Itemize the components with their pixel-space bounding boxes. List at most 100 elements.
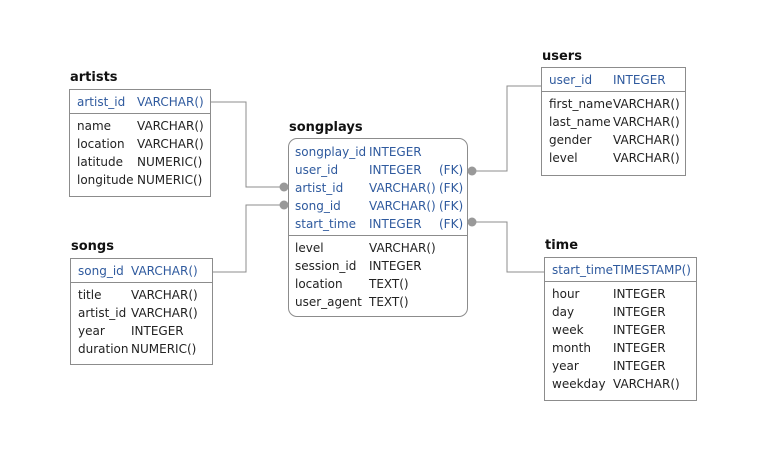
time-table[interactable]: start_time TIMESTAMP() hour INTEGER day …: [544, 257, 697, 401]
column-type: VARCHAR(): [613, 115, 680, 129]
users-field-row: level VARCHAR(): [542, 149, 685, 167]
column-type: TEXT(): [369, 295, 409, 309]
songplays-pk-row: song_id VARCHAR() (FK): [289, 197, 467, 215]
column-name: user_agent: [295, 295, 362, 309]
column-name: week: [552, 323, 584, 337]
column-name: name: [77, 119, 112, 133]
column-type: INTEGER: [369, 145, 422, 159]
songplays-field-row: user_agent TEXT(): [289, 293, 467, 311]
songplays-pk-row: start_time INTEGER (FK): [289, 215, 467, 233]
column-name: artist_id: [295, 181, 344, 195]
songs-to-songplays-connector: [213, 204, 283, 273]
users-table[interactable]: user_id INTEGER first_name VARCHAR() las…: [541, 67, 686, 176]
column-name: user_id: [295, 163, 339, 177]
column-name: song_id: [78, 264, 124, 278]
column-name: day: [552, 305, 575, 319]
songs-table[interactable]: song_id VARCHAR() title VARCHAR() artist…: [70, 258, 213, 365]
column-name: start_time: [552, 263, 614, 277]
column-name: latitude: [77, 155, 124, 169]
fk-marker: (FK): [439, 163, 464, 177]
column-type: INTEGER: [613, 341, 666, 355]
column-type: TEXT(): [369, 277, 409, 291]
artists-table-title: artists: [70, 70, 118, 85]
column-type: VARCHAR(): [131, 288, 198, 302]
column-name: user_id: [549, 73, 593, 87]
column-type: TIMESTAMP(): [613, 263, 691, 277]
songplays-field-row: session_id INTEGER: [289, 257, 467, 275]
users-field-row: last_name VARCHAR(): [542, 113, 685, 131]
fk-marker: (FK): [439, 199, 464, 213]
column-name: first_name: [549, 97, 613, 111]
column-type: VARCHAR(): [613, 377, 680, 391]
songs-field-row: title VARCHAR(): [71, 286, 212, 304]
users-to-songplays-connector: [473, 85, 541, 172]
column-name: location: [77, 137, 125, 151]
time-field-row: weekday VARCHAR(): [545, 375, 696, 393]
column-name: gender: [549, 133, 592, 147]
songplays-field-row: level VARCHAR(): [289, 239, 467, 257]
songs-field-row: year INTEGER: [71, 322, 212, 340]
users-field-row: first_name VARCHAR(): [542, 95, 685, 113]
songplays-field-row: location TEXT(): [289, 275, 467, 293]
time-field-row: hour INTEGER: [545, 285, 696, 303]
column-type: NUMERIC(): [131, 342, 197, 356]
time-pk-row: start_time TIMESTAMP(): [545, 261, 696, 279]
songs-pk-row: song_id VARCHAR(): [71, 262, 212, 280]
column-name: year: [78, 324, 105, 338]
column-type: INTEGER: [369, 163, 422, 177]
artists-pk-row: artist_id VARCHAR(): [70, 93, 210, 111]
column-type: INTEGER: [369, 217, 422, 231]
column-name: artist_id: [77, 95, 126, 109]
column-type: INTEGER: [613, 359, 666, 373]
column-name: year: [552, 359, 579, 373]
artists-field-row: name VARCHAR(): [70, 117, 210, 135]
artist-id-fk-dot: [279, 182, 289, 192]
songplays-pk-row: songplay_id INTEGER: [289, 143, 467, 161]
column-type: VARCHAR(): [613, 151, 680, 165]
users-pk-row: user_id INTEGER: [542, 71, 685, 89]
column-name: weekday: [552, 377, 606, 391]
songplays-table-title: songplays: [289, 120, 363, 135]
column-name: longitude: [77, 173, 134, 187]
users-table-title: users: [542, 49, 582, 64]
artists-field-row: longitude NUMERIC(): [70, 171, 210, 189]
column-type: INTEGER: [613, 73, 666, 87]
songplays-pk-row: user_id INTEGER (FK): [289, 161, 467, 179]
song-id-fk-dot: [279, 200, 289, 210]
column-type: VARCHAR(): [137, 95, 204, 109]
column-name: start_time: [295, 217, 357, 231]
artists-field-row: location VARCHAR(): [70, 135, 210, 153]
songplays-table[interactable]: songplay_id INTEGER user_id INTEGER (FK)…: [288, 138, 468, 317]
songs-table-title: songs: [71, 239, 114, 254]
time-field-row: month INTEGER: [545, 339, 696, 357]
column-name: song_id: [295, 199, 341, 213]
column-name: location: [295, 277, 343, 291]
users-field-row: gender VARCHAR(): [542, 131, 685, 149]
fk-marker: (FK): [439, 217, 464, 231]
column-name: songplay_id: [295, 145, 367, 159]
column-name: artist_id: [78, 306, 127, 320]
column-type: INTEGER: [369, 259, 422, 273]
column-type: INTEGER: [613, 287, 666, 301]
column-name: title: [78, 288, 102, 302]
time-table-title: time: [545, 238, 579, 253]
column-type: VARCHAR(): [369, 241, 436, 255]
column-name: duration: [78, 342, 129, 356]
column-name: level: [549, 151, 578, 165]
time-field-row: day INTEGER: [545, 303, 696, 321]
songs-field-row: artist_id VARCHAR(): [71, 304, 212, 322]
artists-table[interactable]: artist_id VARCHAR() name VARCHAR() locat…: [69, 89, 211, 197]
column-type: VARCHAR(): [131, 264, 198, 278]
column-type: VARCHAR(): [613, 97, 680, 111]
songplays-pk-row: artist_id VARCHAR() (FK): [289, 179, 467, 197]
column-name: session_id: [295, 259, 357, 273]
column-type: VARCHAR(): [613, 133, 680, 147]
fk-marker: (FK): [439, 181, 464, 195]
column-type: NUMERIC(): [137, 173, 203, 187]
column-type: VARCHAR(): [137, 119, 204, 133]
column-type: INTEGER: [613, 323, 666, 337]
column-name: last_name: [549, 115, 611, 129]
time-field-row: week INTEGER: [545, 321, 696, 339]
user-id-fk-dot: [467, 166, 477, 176]
